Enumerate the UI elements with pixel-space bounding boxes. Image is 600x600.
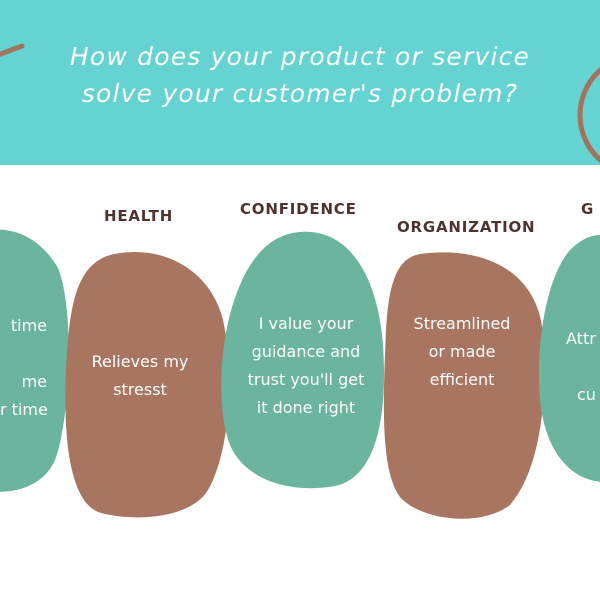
card-text-health: Relieves my stresst [70,348,210,404]
card-blob-3 [383,252,545,519]
card-2-line-1: I value your [258,314,354,333]
decorative-circle-right [577,66,600,164]
card-2-line-4: it done right [256,398,356,417]
card-text-partial: Attr cu [566,325,600,409]
card-heading-organization: ORGANIZATION [397,218,536,236]
header-banner: How does your product or service solve y… [0,0,600,165]
card-4-line-2 [566,353,600,381]
card-2-line-2: guidance and [251,342,361,361]
title-line-1: How does your product or service [69,42,531,71]
card-heading-confidence: CONFIDENCE [240,200,357,218]
page-title: How does your product or service solve y… [40,38,560,112]
card-text-confidence: I value your guidance and trust you'll g… [234,310,378,422]
card-1-line-2: stresst [113,380,167,399]
title-line-2: solve your customer's problem? [81,79,519,108]
card-0-line-4: r time [0,400,48,419]
card-0-line-2 [0,340,47,368]
card-heading-partial: G [581,200,595,218]
card-text-0: time me r time [0,312,48,424]
card-blob-2 [221,231,385,489]
card-blob-0 [0,229,69,492]
decorative-stroke-left [0,43,25,57]
card-4-line-1: Attr [566,329,596,348]
card-3-line-3: efficient [429,370,495,389]
card-0-line-1: time [10,316,47,335]
card-blob-4 [538,235,600,482]
card-4-line-3: cu [577,385,596,404]
card-1-line-1: Relieves my [91,352,189,371]
card-blob-1 [65,252,230,518]
card-heading-health: HEALTH [104,207,174,225]
card-3-line-2: or made [428,342,496,361]
card-text-organization: Streamlined or made efficient [392,310,532,394]
decorative-lines [0,43,600,164]
card-2-line-3: trust you'll get [247,370,365,389]
card-0-line-3: me [21,372,47,391]
card-3-line-1: Streamlined [413,314,511,333]
